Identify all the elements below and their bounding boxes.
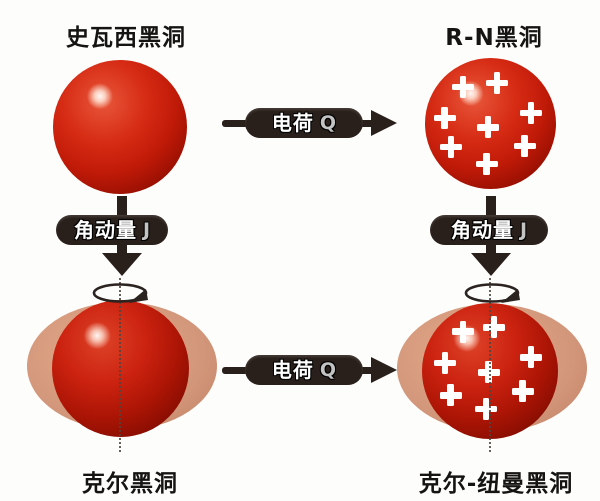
charge-arrow-bottom-tail <box>222 367 248 374</box>
charge-arrow-top-tail <box>222 120 248 127</box>
plus-charge-icon <box>434 351 457 374</box>
label-rn-black-hole: R-N黑洞 <box>445 25 543 51</box>
plus-charge-icon <box>474 398 497 421</box>
plus-charge-icon <box>483 316 506 339</box>
charge-arrow-bottom-head-icon <box>371 357 397 383</box>
angular-arrow-right-text: 角动量 <box>450 218 514 242</box>
angular-arrow-left-symbol: J <box>142 218 151 241</box>
schwarzschild-sphere <box>53 60 187 194</box>
charge-arrow-top-shaft <box>360 120 374 127</box>
angular-arrow-right-symbol: J <box>519 218 528 241</box>
charge-arrow-bottom-label: 电荷 Q <box>245 355 363 385</box>
charge-arrow-bottom-text: 电荷 <box>271 358 314 382</box>
plus-charge-icon <box>511 380 534 403</box>
charge-arrow-bottom-shaft <box>360 367 374 374</box>
plus-charge-icon <box>451 75 474 98</box>
plus-charge-icon <box>433 107 456 130</box>
kerr-rotation-arrow-icon <box>92 283 148 303</box>
kerr-rotation-axis <box>119 278 121 452</box>
plus-charge-icon <box>440 136 463 159</box>
charge-arrow-top-label: 电荷 Q <box>245 108 363 138</box>
charge-arrow-top-text: 电荷 <box>271 111 314 135</box>
label-kerr-black-hole: 克尔黑洞 <box>82 471 178 497</box>
label-schwarzschild-black-hole: 史瓦西黑洞 <box>66 25 186 51</box>
plus-charge-icon <box>513 134 536 157</box>
plus-charge-icon <box>476 116 499 139</box>
angular-arrow-right-head-icon <box>471 253 511 276</box>
plus-charge-icon <box>477 361 500 384</box>
plus-charge-icon <box>486 71 509 94</box>
angular-arrow-left-text: 角动量 <box>73 218 137 242</box>
plus-charge-icon <box>451 320 474 343</box>
plus-charge-icon <box>439 384 462 407</box>
charge-arrow-top-symbol: Q <box>319 111 337 134</box>
kerr-newman-rotation-axis <box>489 278 491 452</box>
angular-arrow-right-label: 角动量 J <box>430 215 548 245</box>
plus-charge-icon <box>475 153 498 176</box>
plus-charge-icon <box>520 102 543 125</box>
kerr-newman-rotation-arrow-icon <box>464 283 520 303</box>
angular-arrow-left-head-icon <box>102 253 142 276</box>
charge-arrow-bottom-symbol: Q <box>319 358 337 381</box>
label-kerr-newman-black-hole: 克尔-纽曼黑洞 <box>418 471 574 497</box>
angular-arrow-left-label: 角动量 J <box>56 215 168 245</box>
plus-charge-icon <box>519 346 542 369</box>
charge-arrow-top-head-icon <box>371 110 397 136</box>
rn-sphere <box>425 58 556 189</box>
